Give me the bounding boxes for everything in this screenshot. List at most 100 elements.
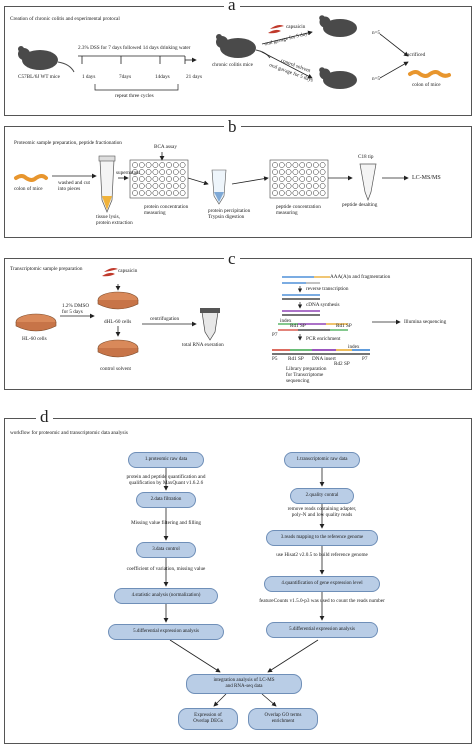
plate-well (145, 162, 152, 168)
capsaicin-icon (268, 25, 284, 34)
flow-left-1: 1.proteomic raw data (128, 452, 204, 468)
well-plate-icon (129, 159, 189, 199)
plate-well (138, 169, 145, 175)
plate-well (292, 183, 299, 189)
plate-well (319, 162, 326, 168)
plate-well (138, 183, 145, 189)
plate-well (159, 190, 166, 196)
panel-a-letter: a (224, 0, 240, 13)
p5-label: P5 (272, 356, 278, 362)
colitis-mice-label: chronic colitis mice (212, 62, 253, 68)
mouse-icon (319, 67, 357, 89)
plate-well (179, 190, 186, 196)
index-label-2: index (348, 344, 360, 350)
plate-well (179, 183, 186, 189)
flow-output-overlap-go: Overlap GO terms enrichment (248, 708, 318, 730)
plate-well (272, 176, 278, 182)
plate-well (159, 176, 166, 182)
plate-well (172, 190, 179, 196)
plate-well (152, 169, 159, 175)
note-left-1: protein and peptide quantification and q… (126, 474, 206, 486)
plate-well (159, 183, 166, 189)
panel-a-title: Creation of chronic colitis and experime… (10, 16, 120, 22)
pep-conc-label: peptide concentration measuring (276, 204, 321, 216)
well-plate-icon (269, 159, 329, 199)
colon-icon (14, 174, 48, 182)
p7-label-b: P7 (362, 356, 368, 362)
desalt-label: peptide desalting (342, 202, 378, 208)
plate-well (285, 176, 292, 182)
plate-well (152, 183, 159, 189)
panel-d-title: workflow for proteomic and transcriptomi… (10, 430, 128, 436)
plate-well (159, 169, 166, 175)
plate-well (312, 190, 319, 196)
plate-well (292, 169, 299, 175)
rd1-label-b: Rd1 SP (336, 323, 352, 329)
plate-well (306, 169, 312, 175)
plate-well (166, 162, 172, 168)
plate-well (166, 176, 172, 182)
rd2-label: Rd2 SP (334, 361, 350, 367)
centrifugation-label: centrifugation (150, 316, 180, 322)
c18-label: C18 tip (358, 154, 374, 160)
plate-well (152, 190, 159, 196)
dhl60-label: dHL-60 cells (104, 319, 132, 325)
plate-well (278, 162, 285, 168)
capsaicin-icon (102, 268, 118, 277)
capsaicin-label-c: capsaicin (118, 268, 138, 274)
plate-well (172, 169, 179, 175)
plate-well (132, 176, 138, 182)
plate-well (166, 190, 172, 196)
plate-well (285, 190, 292, 196)
aaa-label: AAA(A)n and fragmentation (330, 274, 391, 280)
plate-well (319, 190, 326, 196)
capsaicin-label: capsaicin (286, 24, 306, 30)
tube-icon (98, 155, 116, 213)
day-14: 14days (155, 74, 170, 80)
plate-well (319, 176, 326, 182)
plate-well (272, 162, 278, 168)
mouse-icon (18, 46, 75, 73)
plate-well (172, 176, 179, 182)
note-right-3: featureCounts v1.5.0-p3 was used to coun… (259, 598, 385, 604)
dish-icon (97, 291, 139, 310)
rd1-label: Rd1 SP (290, 323, 306, 329)
lysis-label: tissue lysis, protein extraction (96, 214, 133, 226)
plate-well (272, 169, 278, 175)
plate-well (172, 162, 179, 168)
p7-label-a: P7 (272, 332, 278, 338)
dmso-label: 1.2% DMSO for 5 days (62, 303, 90, 315)
rna-label: total RNA exeration (182, 342, 224, 348)
plate-well (299, 176, 306, 182)
panel-b (4, 126, 472, 238)
plate-well (319, 183, 326, 189)
bca-label: BCA assay (154, 144, 177, 150)
plate-well (132, 162, 138, 168)
plate-well (319, 169, 326, 175)
colon-label: colon of mice (412, 82, 441, 88)
rd1-label-c: Rd1 SP (288, 356, 304, 362)
dna-insert-label: DNA insert (312, 356, 336, 362)
flow-right-3: 3.reads mapping to the reference genome (266, 530, 378, 546)
plate-well (138, 176, 145, 182)
colon-icon (408, 70, 451, 78)
flow-right-4: 4.quantification of gene expression leve… (264, 576, 380, 592)
plate-well (285, 183, 292, 189)
dish-icon (15, 313, 57, 332)
note-right-2: use Hisat2 v2.0.5 to build reference gen… (276, 552, 368, 558)
supernatant-label: supernatant (116, 170, 140, 176)
plate-well (179, 176, 186, 182)
panel-b-letter: b (224, 118, 241, 135)
plate-well (145, 183, 152, 189)
plate-well (299, 162, 306, 168)
repeat-label: repeat three cycles (115, 93, 154, 99)
centrifuge-tube-icon (200, 308, 220, 341)
plate-well (278, 183, 285, 189)
flow-left-3: 3.data control (136, 542, 196, 558)
panel-c-title: Transcriptomic sample preparation (10, 266, 83, 272)
flow-right-5: 5.differential expression analysis (266, 622, 378, 638)
mouse-icon (319, 15, 357, 37)
